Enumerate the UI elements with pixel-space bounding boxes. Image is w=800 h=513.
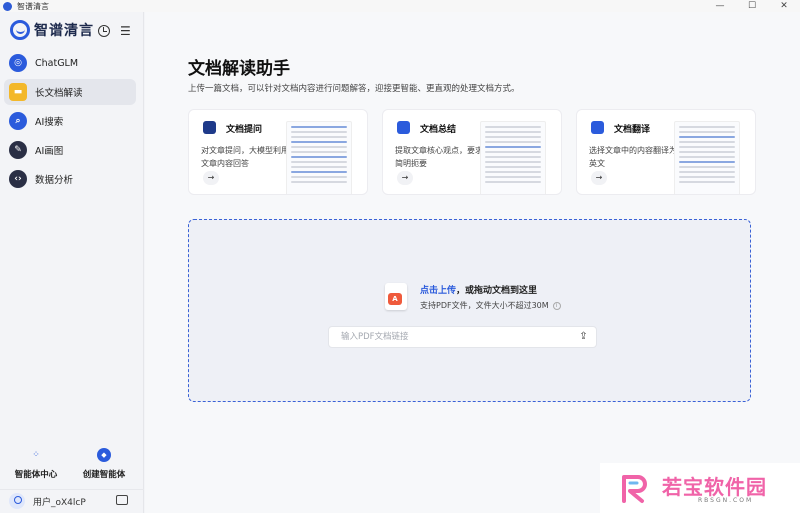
page-title: 文档解读助手 xyxy=(188,59,290,79)
brand-logo[interactable]: 智谱清言 xyxy=(10,20,94,40)
brand-logo-icon xyxy=(10,20,30,40)
arrow-right-icon[interactable]: → xyxy=(203,171,219,185)
card-desc: 选择文章中的内容翻译为英文 xyxy=(589,146,677,168)
card-preview-image xyxy=(674,121,740,194)
upload-icon[interactable]: ⇪ xyxy=(579,331,588,342)
translate-icon xyxy=(591,121,604,134)
agent-center-button[interactable]: ⁘ 智能体中心 xyxy=(6,448,66,480)
agent-center-label: 智能体中心 xyxy=(14,470,58,480)
folder-icon: ▬ xyxy=(9,83,27,101)
sidebar-item-label: AI画图 xyxy=(35,146,64,157)
create-agent-icon: ◆ xyxy=(97,448,111,462)
app-logo-icon xyxy=(3,1,12,11)
sidebar-item-long-doc[interactable]: ▬ 长文档解读 xyxy=(4,79,136,105)
watermark-text: 若宝软件园 xyxy=(662,475,767,499)
arrow-right-icon[interactable]: → xyxy=(397,171,413,185)
create-agent-button[interactable]: ◆ 创建智能体 xyxy=(74,448,134,480)
sidebar: 智谱清言 ☰ ◎ ChatGLM ▬ 长文档解读 ⌕ AI搜索 ✎ AI画图 ‹… xyxy=(0,12,144,513)
sidebar-item-data-analysis[interactable]: ‹› 数据分析 xyxy=(4,166,136,192)
upload-limit: 支持PDF文件，文件大小不超过30M i xyxy=(420,300,561,311)
doc-question-icon xyxy=(203,121,216,134)
create-agent-label: 创建智能体 xyxy=(82,470,126,480)
upload-prompt: 点击上传，或拖动文档到这里 xyxy=(420,283,537,296)
pdf-badge: A xyxy=(388,293,402,305)
avatar xyxy=(9,493,25,509)
minimize-button[interactable]: — xyxy=(715,1,725,11)
sidebar-item-chatglm[interactable]: ◎ ChatGLM xyxy=(4,50,136,76)
window-titlebar: 智谱清言 — ☐ ✕ xyxy=(0,0,800,12)
device-switch-icon[interactable] xyxy=(116,495,128,505)
card-desc: 对文章提问，大模型利用文章内容回答 xyxy=(201,146,289,168)
sidebar-nav: ◎ ChatGLM ▬ 长文档解读 ⌕ AI搜索 ✎ AI画图 ‹› 数据分析 xyxy=(4,50,136,195)
window-controls: — ☐ ✕ xyxy=(704,0,800,12)
sidebar-item-ai-paint[interactable]: ✎ AI画图 xyxy=(4,137,136,163)
search-icon: ⌕ xyxy=(9,112,27,130)
sidebar-item-label: ChatGLM xyxy=(35,57,79,69)
chatglm-icon: ◎ xyxy=(9,54,27,72)
sidebar-item-label: 长文档解读 xyxy=(35,88,83,99)
user-profile[interactable]: 用户_oX4lcP xyxy=(0,489,144,512)
user-name: 用户_oX4lcP xyxy=(33,497,86,508)
drag-hint: ，或拖动文档到这里 xyxy=(456,286,538,296)
sidebar-item-label: AI搜索 xyxy=(35,117,64,128)
card-preview-image xyxy=(286,121,352,194)
maximize-button[interactable]: ☐ xyxy=(747,1,757,11)
sidebar-collapse-icon[interactable]: ☰ xyxy=(120,24,131,38)
file-dropzone[interactable]: A 点击上传，或拖动文档到这里 支持PDF文件，文件大小不超过30M i ⇪ xyxy=(188,219,751,402)
watermark-url: RBSGN.COM xyxy=(698,497,754,504)
main-content: 文档解读助手 上传一篇文档，可以针对文档内容进行问题解答，迎接更智能、更直观的处… xyxy=(145,12,800,513)
card-preview-image xyxy=(480,121,546,194)
card-doc-summary[interactable]: 文档总结 提取文章核心观点，要求简明扼要 → xyxy=(382,109,562,195)
close-button[interactable]: ✕ xyxy=(780,1,788,11)
card-title: 文档提问 xyxy=(226,125,263,135)
card-doc-qa[interactable]: 文档提问 对文章提问，大模型利用文章内容回答 → xyxy=(188,109,368,195)
card-title: 文档总结 xyxy=(420,125,457,135)
page-subtitle: 上传一篇文档，可以针对文档内容进行问题解答，迎接更智能、更直观的处理文档方式。 xyxy=(188,84,520,94)
click-upload-link[interactable]: 点击上传 xyxy=(420,286,457,296)
doc-summary-icon xyxy=(397,121,410,134)
card-doc-translate[interactable]: 文档翻译 选择文章中的内容翻译为英文 → xyxy=(576,109,756,195)
sidebar-item-label: 数据分析 xyxy=(35,175,74,186)
pdf-file-icon: A xyxy=(385,283,407,310)
arrow-right-icon[interactable]: → xyxy=(591,171,607,185)
window-title: 智谱清言 xyxy=(17,1,49,11)
brand-name: 智谱清言 xyxy=(34,23,94,39)
upload-limit-text: 支持PDF文件，文件大小不超过30M xyxy=(420,301,549,310)
watermark-logo-icon xyxy=(622,475,647,503)
grid-icon: ⁘ xyxy=(32,450,40,460)
card-desc: 提取文章核心观点，要求简明扼要 xyxy=(395,146,483,168)
info-icon[interactable]: i xyxy=(552,301,561,310)
pdf-url-input[interactable] xyxy=(328,326,597,348)
watermark: 若宝软件园 RBSGN.COM xyxy=(600,463,800,513)
code-icon: ‹› xyxy=(9,170,27,188)
clock-icon[interactable] xyxy=(98,25,110,37)
card-title: 文档翻译 xyxy=(614,125,651,135)
sidebar-item-ai-search[interactable]: ⌕ AI搜索 xyxy=(4,108,136,134)
paint-icon: ✎ xyxy=(9,141,27,159)
